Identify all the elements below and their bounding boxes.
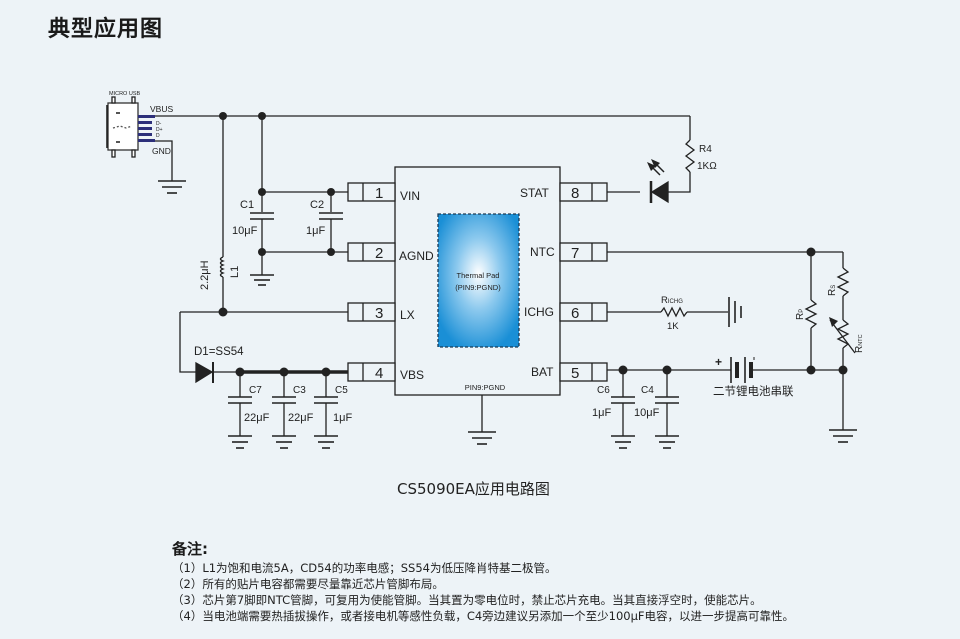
c4-value: 10μF (634, 407, 660, 419)
ground-symbol-agnd (250, 274, 274, 286)
c7-ref: C7 (249, 385, 262, 396)
led-indicator (647, 159, 669, 204)
thermal-pad-sublabel: (PIN9:PGND) (455, 283, 501, 292)
pin-2-name: AGND (399, 249, 434, 263)
pin-4-name: VBS (400, 368, 424, 382)
c3-value: 22μF (288, 412, 314, 424)
pin-7-name: NTC (530, 245, 555, 259)
pin-2-num: 2 (375, 245, 383, 262)
r4-value: 1KΩ (697, 161, 717, 172)
note-item: （2）所有的贴片电容都需要尽量靠近芯片管脚布局。 (172, 577, 444, 591)
capacitor-c1 (250, 212, 274, 220)
thermal-pad (437, 213, 520, 348)
battery-plus: + (715, 355, 722, 369)
pin-1-num: 1 (375, 185, 383, 202)
pin-1-name: VIN (400, 189, 420, 203)
resistor-rs (836, 267, 850, 297)
ground-symbol-ntc (829, 429, 857, 443)
richg-value: 1K (667, 321, 679, 332)
c6-ref: C6 (597, 385, 610, 396)
micro-usb-connector (106, 96, 155, 158)
id-label: D (156, 133, 160, 139)
pin-7-num: 7 (571, 245, 579, 262)
ground-symbol-pgnd (468, 431, 496, 445)
notes-section: 备注: （1）L1为饱和电流5A，CD54的功率电感；SS54为低压降肖特基二极… (172, 538, 794, 624)
c6-value: 1μF (592, 407, 611, 419)
pin-8-num: 8 (571, 185, 579, 202)
inductor-l1 (219, 256, 225, 278)
l1-value: 2.2μH (199, 260, 211, 290)
d1-label: D1=SS54 (194, 346, 244, 358)
resistor-rp (804, 299, 818, 329)
dminus-label: D- (156, 121, 162, 127)
c2-value: 1μF (306, 225, 325, 237)
c5-value: 1μF (333, 412, 352, 424)
c5-ref: C5 (335, 385, 348, 396)
c1-ref: C1 (240, 199, 254, 211)
battery-label: 二节锂电池串联 (713, 384, 794, 398)
c4-ref: C4 (641, 385, 654, 396)
rntc-label: RNTC (854, 334, 865, 353)
capacitor-c5 (314, 372, 338, 449)
r4-ref: R4 (699, 144, 712, 155)
capacitor-c6 (611, 370, 635, 449)
dplus-label: D+ (156, 127, 163, 133)
pin-6-num: 6 (571, 305, 579, 322)
pin-6-name: ICHG (524, 305, 554, 319)
thermistor-rntc (829, 317, 856, 354)
thermal-pad-label: Thermal Pad (457, 271, 500, 280)
pin-4-num: 4 (375, 365, 383, 382)
resistor-r4 (684, 139, 696, 173)
chip-cs5090ea (347, 166, 608, 396)
pin-5-num: 5 (571, 365, 579, 382)
notes-title: 备注: (172, 540, 208, 558)
capacitor-c3 (272, 372, 296, 449)
diagram-caption: CS5090EA应用电路图 (397, 480, 550, 498)
richg-ref: RICHG (661, 295, 683, 306)
page-title: 典型应用图 (48, 17, 164, 42)
capacitor-c4 (655, 370, 679, 449)
ground-symbol-usb (158, 180, 186, 194)
c1-value: 10μF (232, 225, 258, 237)
rs-label: RS (827, 285, 838, 296)
ground-symbol-ichg (728, 297, 742, 327)
note-item: （3）芯片第7脚即NTC管脚，可复用为使能管脚。当其置为零电位时，禁止芯片充电。… (172, 593, 762, 607)
capacitor-c7 (228, 372, 252, 449)
pin-3-num: 3 (375, 305, 383, 322)
l1-ref: L1 (229, 266, 241, 278)
rp-label: RP (795, 309, 806, 320)
note-item: （4）当电池端需要热插拔操作，或者接电机等感性负载，C4旁边建议另添加一个至少1… (172, 609, 795, 623)
resistor-richg (660, 306, 688, 318)
note-item: （1）L1为饱和电流5A，CD54的功率电感；SS54为低压降肖特基二极管。 (172, 561, 557, 575)
c3-ref: C3 (293, 385, 306, 396)
vbus-label: VBUS (150, 104, 173, 114)
gnd-label: GND (152, 146, 171, 156)
pin-8-name: STAT (520, 186, 550, 200)
usb-label: MICRO USB (109, 91, 141, 97)
pin-5-name: BAT (531, 365, 554, 379)
pin-3-name: LX (400, 308, 415, 322)
c7-value: 22μF (244, 412, 270, 424)
c2-ref: C2 (310, 199, 324, 211)
capacitor-c2 (319, 212, 343, 220)
diode-d1 (195, 361, 214, 384)
battery-pack (730, 357, 755, 383)
pgnd-label: PIN9:PGND (465, 383, 506, 392)
